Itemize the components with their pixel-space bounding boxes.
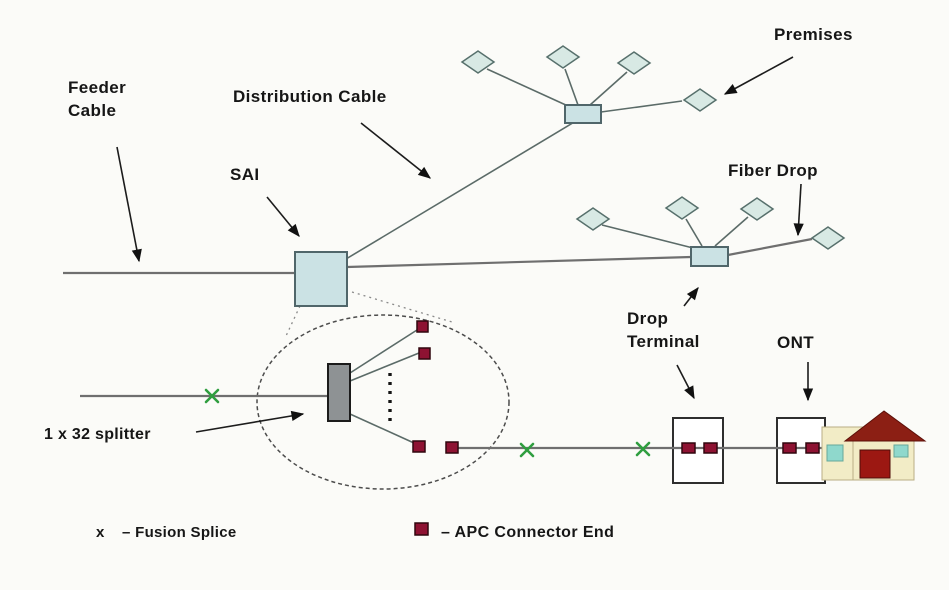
terminal1-drop-link [600, 100, 683, 113]
fiber-drop-arrow [793, 183, 804, 237]
premises-diamond [664, 196, 700, 220]
legend: x – Fusion Splice – APC Connector End [96, 522, 614, 541]
premises-diamond [682, 88, 718, 112]
distribution-cable-line [345, 120, 577, 260]
terminal1-drop-link [589, 71, 628, 106]
terminal1-drop-link [486, 68, 569, 107]
premises-diamonds [460, 45, 846, 250]
fusion-splices [204, 388, 651, 458]
premises-diamond [460, 50, 496, 74]
sai-to-drop-terminal-cable [346, 255, 692, 269]
apc-connector [805, 442, 820, 454]
splitter-label-arrow [195, 410, 305, 433]
apc-connector [412, 440, 426, 453]
splitter-box [327, 363, 351, 422]
fusion-splice-marker [519, 442, 535, 458]
feeder-cable-label: Feeder [68, 78, 126, 97]
premises-diamond [739, 197, 775, 221]
drop-terminal-label: Terminal [627, 332, 700, 351]
splitter-output-line [349, 329, 418, 374]
splitter-label: 1 x 32 splitter [44, 426, 151, 443]
terminal2-box [690, 246, 729, 267]
splitter-magnifier-ellipse [256, 314, 510, 490]
house-clipart [821, 410, 927, 481]
drop-terminal-arrow-up [683, 286, 699, 307]
splitter-output-line [349, 413, 415, 444]
terminal2-drop-link [685, 218, 703, 247]
fusion-splice-symbol: x [96, 524, 105, 541]
house-window [893, 444, 909, 458]
magnifier-guide-line [351, 291, 453, 323]
feeder-cable-label: Cable [68, 101, 116, 120]
terminal2-drop-link [601, 224, 694, 249]
apc-connector [681, 442, 696, 454]
premises-label: Premises [774, 25, 853, 44]
sai-arrow [266, 196, 300, 237]
fusion-splice-legend-label: – Fusion Splice [122, 524, 237, 541]
premises-diamond [575, 207, 611, 231]
fusion-splice-marker [635, 441, 651, 457]
premises-diamond [545, 45, 581, 69]
apc-connector [703, 442, 718, 454]
apc-connector [782, 442, 797, 454]
apc-connector [445, 441, 459, 454]
premises-diamond [616, 51, 652, 75]
drop-terminal-label: Drop [627, 309, 668, 328]
terminal1-box [564, 104, 602, 124]
apc-connector-legend-icon [414, 522, 429, 536]
sai-box [294, 251, 348, 307]
ont-label: ONT [777, 333, 814, 352]
house-window [826, 444, 844, 462]
distribution-cable-arrow [360, 122, 432, 179]
terminal1-drop-link [564, 68, 579, 106]
fiber-drop-label: Fiber Drop [728, 161, 818, 180]
drop-terminal-arrow-down [676, 364, 695, 400]
apc-connector-legend-label: – APC Connector End [441, 524, 614, 541]
apc-connectors [412, 320, 820, 454]
fusion-splice-marker [204, 388, 220, 404]
apc-connector [418, 347, 431, 360]
feeder-cable-arrow [116, 146, 142, 263]
premises-arrow [723, 56, 794, 95]
house-roof [843, 410, 927, 442]
magnifier-guide-line [285, 305, 301, 337]
house-garage-door [859, 449, 891, 479]
apc-connector [416, 320, 429, 333]
premises-diamond [810, 226, 846, 250]
distribution-cable-label: Distribution Cable [233, 87, 387, 106]
terminal2-drop-link [714, 216, 749, 247]
sai-label: SAI [230, 165, 260, 184]
drop-terminal-right-cable [727, 237, 813, 257]
splitter-output-line [349, 352, 420, 382]
